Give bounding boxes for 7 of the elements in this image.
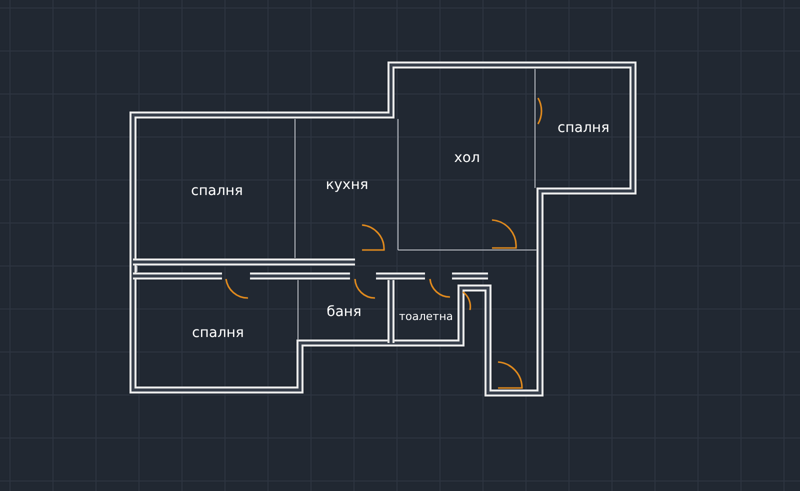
room-label: хол	[454, 150, 480, 166]
room-label: спалня	[192, 325, 244, 341]
room-label: баня	[326, 304, 362, 320]
room-label: тоалетна	[398, 310, 454, 322]
room-label: спалня	[558, 120, 610, 136]
room-label: кухня	[326, 176, 368, 192]
room-label: спалня	[191, 183, 243, 199]
